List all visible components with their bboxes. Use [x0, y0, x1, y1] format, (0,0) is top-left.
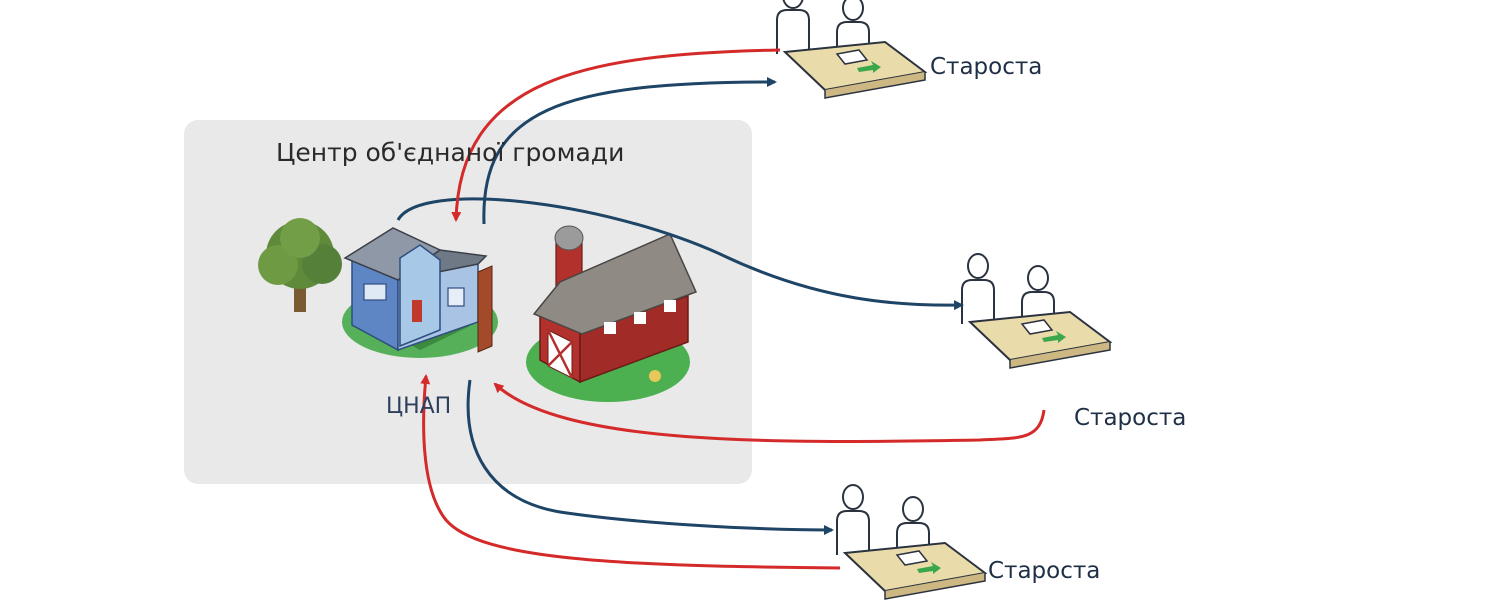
tree-icon [258, 218, 342, 312]
meeting-icon-1 [777, 0, 925, 98]
cnap-label: ЦНАП [386, 394, 452, 419]
starosta-label-1: Староста [930, 54, 1043, 80]
arrow-out-3 [466, 379, 834, 535]
arrow-in-2 [493, 382, 1046, 443]
arrow-in-1 [451, 48, 781, 222]
barn-icon [526, 225, 698, 402]
center-title: Центр об'єднаної громади [276, 138, 625, 167]
meeting-icon-3 [837, 485, 985, 599]
house-icon [342, 227, 498, 358]
arrow-out-1 [482, 77, 777, 225]
meeting-icon-2 [962, 254, 1110, 368]
arrow-out-2 [396, 197, 964, 311]
starosta-label-3: Староста [988, 558, 1101, 584]
arrow-in-3 [420, 374, 841, 570]
starosta-label-2: Староста [1074, 405, 1187, 431]
